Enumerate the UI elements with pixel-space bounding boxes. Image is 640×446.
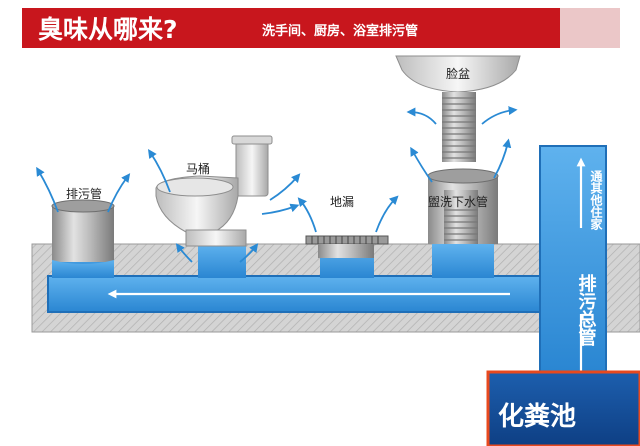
- main-pipe-label: 排污总管: [576, 273, 597, 347]
- septic-tank: 化粪池: [486, 370, 640, 446]
- header-banner: 臭味从哪来? 洗手间、厨房、浴室排污管: [22, 8, 620, 48]
- main-pipe: 排污总管: [576, 273, 597, 381]
- sewage-pipe-label: 排污管: [66, 186, 102, 201]
- basin-drain-label: 盥洗下水管: [428, 194, 488, 209]
- toilet-label: 马桶: [186, 161, 210, 176]
- septic-tank-label: 化粪池: [498, 402, 576, 432]
- floor-drain: 地漏: [305, 195, 389, 258]
- page-title: 臭味从哪来?: [38, 15, 178, 44]
- odor-arrows: [36, 106, 518, 263]
- to-neighbors-label: 通其他住家: [589, 169, 603, 231]
- toilet: 马桶: [155, 135, 273, 247]
- sewage-pipe: 排污管: [51, 186, 115, 278]
- floor-drain-label: 地漏: [330, 195, 354, 209]
- page-subtitle: 洗手间、厨房、浴室排污管: [262, 23, 418, 39]
- basin-label: 脸盆: [446, 67, 470, 81]
- to-neighbors-arrow: 通其他住家: [576, 157, 603, 231]
- basin: 脸盆 盥洗下水管: [395, 55, 521, 244]
